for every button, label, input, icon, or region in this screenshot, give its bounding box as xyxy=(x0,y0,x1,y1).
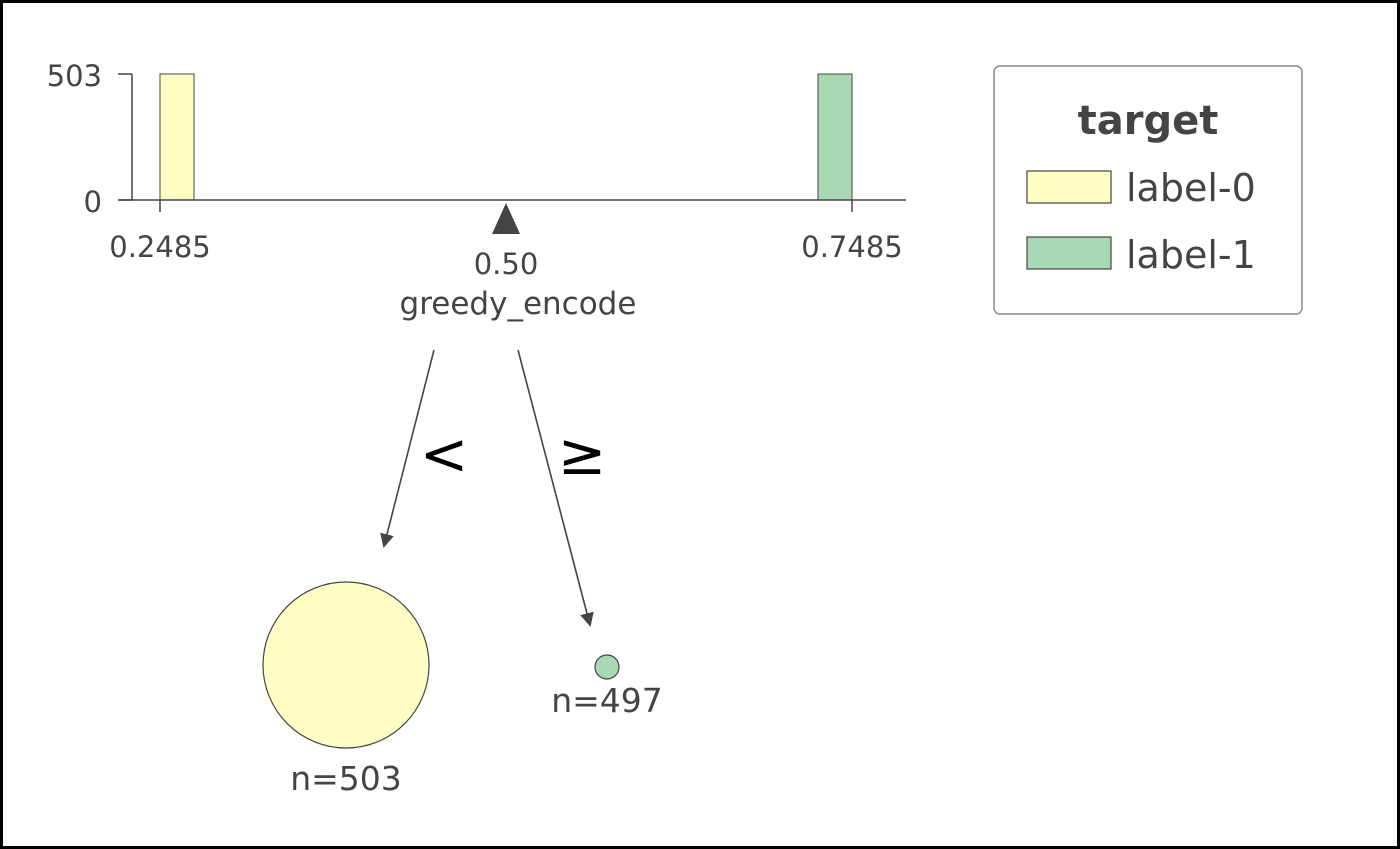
split-feature-label: greedy_encode xyxy=(400,286,637,322)
left-branch-operator: < xyxy=(420,420,469,488)
leaf-node-label-1 xyxy=(594,654,620,680)
legend-title: target xyxy=(1078,98,1219,144)
leaf-label-left: n=503 xyxy=(290,759,402,798)
threshold-marker-icon xyxy=(492,203,520,234)
histogram-bar-label-1 xyxy=(817,73,853,201)
branch-edges: < ≥ xyxy=(380,349,607,627)
x-tick-label-right: 0.7485 xyxy=(801,230,902,264)
legend-item-label-1: label-1 xyxy=(1126,233,1256,277)
split-node-histogram: 503 0 0.2485 0.7485 0.50 greedy_encode xyxy=(47,59,906,322)
legend-swatch-label-1 xyxy=(1026,236,1112,270)
right-branch-arrow xyxy=(517,349,594,627)
x-tick-label-left: 0.2485 xyxy=(109,230,210,264)
legend-item-label-0: label-0 xyxy=(1126,166,1256,210)
left-branch-arrow xyxy=(380,349,435,548)
legend-swatch-label-0 xyxy=(1026,170,1112,204)
threshold-value-label: 0.50 xyxy=(474,247,539,281)
leaf-nodes: n=503 n=497 xyxy=(262,581,663,798)
y-tick-label-top: 503 xyxy=(47,59,102,93)
leaf-node-label-0 xyxy=(262,581,430,749)
right-branch-operator: ≥ xyxy=(558,420,607,488)
leaf-label-right: n=497 xyxy=(551,681,663,720)
y-tick-label-zero: 0 xyxy=(84,185,102,219)
legend: target label-0 label-1 xyxy=(993,65,1303,315)
histogram-bar-label-0 xyxy=(159,73,195,201)
